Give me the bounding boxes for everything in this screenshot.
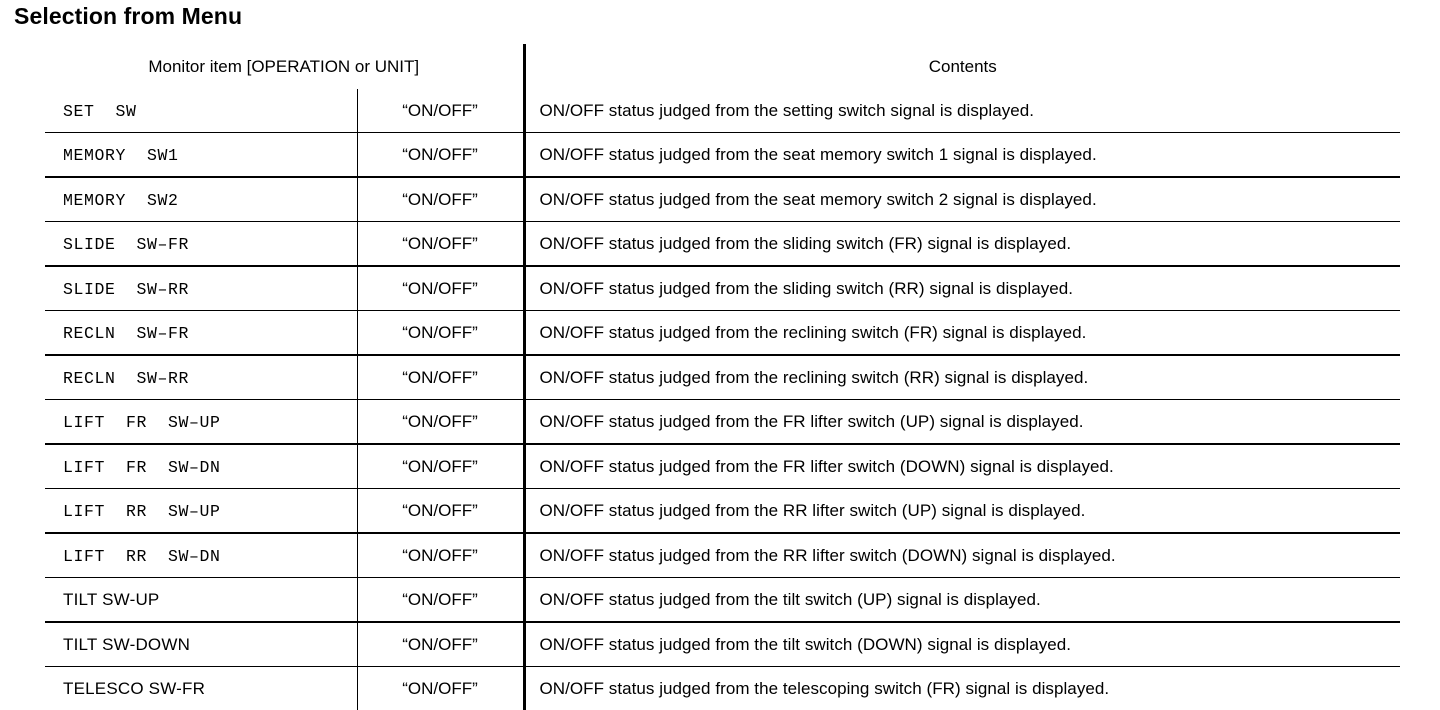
table-header-row: Monitor item [OPERATION or UNIT] Content… bbox=[45, 44, 1400, 89]
cell-contents: ON/OFF status judged from the sliding sw… bbox=[524, 222, 1400, 267]
cell-contents: ON/OFF status judged from the reclining … bbox=[524, 311, 1400, 356]
cell-operation-unit: “ON/OFF” bbox=[357, 355, 524, 400]
cell-monitor-item: SET SW bbox=[45, 89, 357, 133]
cell-monitor-item: TILT SW-DOWN bbox=[45, 622, 357, 667]
cell-contents: ON/OFF status judged from the RR lifter … bbox=[524, 489, 1400, 534]
column-header-monitor-item: Monitor item [OPERATION or UNIT] bbox=[45, 44, 524, 89]
monitor-item-label: TELESCO SW-FR bbox=[63, 679, 205, 698]
cell-operation-unit: “ON/OFF” bbox=[357, 177, 524, 222]
table-row: MEMORY SW2 “ON/OFF”ON/OFF status judged f… bbox=[45, 177, 1400, 222]
table-row: TILT SW-DOWN “ON/OFF”ON/OFF status judged… bbox=[45, 622, 1400, 667]
cell-contents: ON/OFF status judged from the FR lifter … bbox=[524, 400, 1400, 445]
cell-operation-unit: “ON/OFF” bbox=[357, 222, 524, 267]
cell-contents: ON/OFF status judged from the setting sw… bbox=[524, 89, 1400, 133]
cell-operation-unit: “ON/OFF” bbox=[357, 400, 524, 445]
monitor-item-label: MEMORY SW2 bbox=[63, 191, 179, 210]
monitor-item-label: MEMORY SW1 bbox=[63, 146, 179, 165]
column-header-contents: Contents bbox=[524, 44, 1400, 89]
cell-contents: ON/OFF status judged from the telescopin… bbox=[524, 667, 1400, 710]
cell-operation-unit: “ON/OFF” bbox=[357, 622, 524, 667]
cell-contents: ON/OFF status judged from the seat memor… bbox=[524, 133, 1400, 178]
cell-monitor-item: TELESCO SW-FR bbox=[45, 667, 357, 710]
cell-contents: ON/OFF status judged from the seat memor… bbox=[524, 177, 1400, 222]
monitor-item-label: RECLN SW–FR bbox=[63, 324, 189, 343]
cell-operation-unit: “ON/OFF” bbox=[357, 444, 524, 489]
cell-contents: ON/OFF status judged from the tilt switc… bbox=[524, 578, 1400, 623]
monitor-item-label: TILT SW-UP bbox=[63, 590, 159, 609]
table-header: Monitor item [OPERATION or UNIT] Content… bbox=[45, 44, 1400, 89]
table-row: TILT SW-UP “ON/OFF”ON/OFF status judged f… bbox=[45, 578, 1400, 623]
monitor-item-label: SLIDE SW–FR bbox=[63, 235, 189, 254]
cell-monitor-item: LIFT FR SW–UP bbox=[45, 400, 357, 445]
cell-monitor-item: RECLN SW–RR bbox=[45, 355, 357, 400]
table-row: SET SW “ON/OFF”ON/OFF status judged from … bbox=[45, 89, 1400, 133]
table-row: LIFT FR SW–UP “ON/OFF”ON/OFF status judge… bbox=[45, 400, 1400, 445]
monitor-table-wrapper: Monitor item [OPERATION or UNIT] Content… bbox=[45, 44, 1400, 710]
monitor-item-label: SET SW bbox=[63, 102, 137, 121]
cell-operation-unit: “ON/OFF” bbox=[357, 133, 524, 178]
monitor-item-table: Monitor item [OPERATION or UNIT] Content… bbox=[45, 44, 1400, 710]
table-row: LIFT RR SW–UP “ON/OFF”ON/OFF status judge… bbox=[45, 489, 1400, 534]
cell-operation-unit: “ON/OFF” bbox=[357, 578, 524, 623]
cell-monitor-item: LIFT RR SW–UP bbox=[45, 489, 357, 534]
table-row: LIFT FR SW–DN “ON/OFF”ON/OFF status judge… bbox=[45, 444, 1400, 489]
cell-operation-unit: “ON/OFF” bbox=[357, 311, 524, 356]
table-row: SLIDE SW–FR “ON/OFF”ON/OFF status judged … bbox=[45, 222, 1400, 267]
cell-operation-unit: “ON/OFF” bbox=[357, 667, 524, 710]
cell-operation-unit: “ON/OFF” bbox=[357, 266, 524, 311]
cell-monitor-item: SLIDE SW–FR bbox=[45, 222, 357, 267]
table-row: MEMORY SW1 “ON/OFF”ON/OFF status judged f… bbox=[45, 133, 1400, 178]
cell-monitor-item: LIFT FR SW–DN bbox=[45, 444, 357, 489]
monitor-item-label: TILT SW-DOWN bbox=[63, 635, 190, 654]
cell-monitor-item: TILT SW-UP bbox=[45, 578, 357, 623]
table-row: RECLN SW–FR “ON/OFF”ON/OFF status judged … bbox=[45, 311, 1400, 356]
monitor-item-label: LIFT FR SW–DN bbox=[63, 458, 221, 477]
cell-contents: ON/OFF status judged from the reclining … bbox=[524, 355, 1400, 400]
monitor-item-label: LIFT RR SW–UP bbox=[63, 502, 221, 521]
cell-contents: ON/OFF status judged from the RR lifter … bbox=[524, 533, 1400, 578]
monitor-item-label: LIFT RR SW–DN bbox=[63, 547, 221, 566]
table-row: TELESCO SW-FR “ON/OFF”ON/OFF status judge… bbox=[45, 667, 1400, 710]
table-row: SLIDE SW–RR “ON/OFF”ON/OFF status judged … bbox=[45, 266, 1400, 311]
monitor-item-label: RECLN SW–RR bbox=[63, 369, 189, 388]
cell-monitor-item: LIFT RR SW–DN bbox=[45, 533, 357, 578]
cell-contents: ON/OFF status judged from the FR lifter … bbox=[524, 444, 1400, 489]
cell-monitor-item: MEMORY SW1 bbox=[45, 133, 357, 178]
monitor-item-label: SLIDE SW–RR bbox=[63, 280, 189, 299]
cell-operation-unit: “ON/OFF” bbox=[357, 89, 524, 133]
cell-operation-unit: “ON/OFF” bbox=[357, 489, 524, 534]
cell-contents: ON/OFF status judged from the tilt switc… bbox=[524, 622, 1400, 667]
cell-monitor-item: SLIDE SW–RR bbox=[45, 266, 357, 311]
table-row: LIFT RR SW–DN “ON/OFF”ON/OFF status judge… bbox=[45, 533, 1400, 578]
page-title: Selection from Menu bbox=[14, 1, 242, 31]
table-row: RECLN SW–RR “ON/OFF”ON/OFF status judged … bbox=[45, 355, 1400, 400]
cell-monitor-item: RECLN SW–FR bbox=[45, 311, 357, 356]
cell-monitor-item: MEMORY SW2 bbox=[45, 177, 357, 222]
cell-contents: ON/OFF status judged from the sliding sw… bbox=[524, 266, 1400, 311]
monitor-item-label: LIFT FR SW–UP bbox=[63, 413, 221, 432]
cell-operation-unit: “ON/OFF” bbox=[357, 533, 524, 578]
table-body: SET SW“ON/OFF”ON/OFF status judged from … bbox=[45, 89, 1400, 710]
